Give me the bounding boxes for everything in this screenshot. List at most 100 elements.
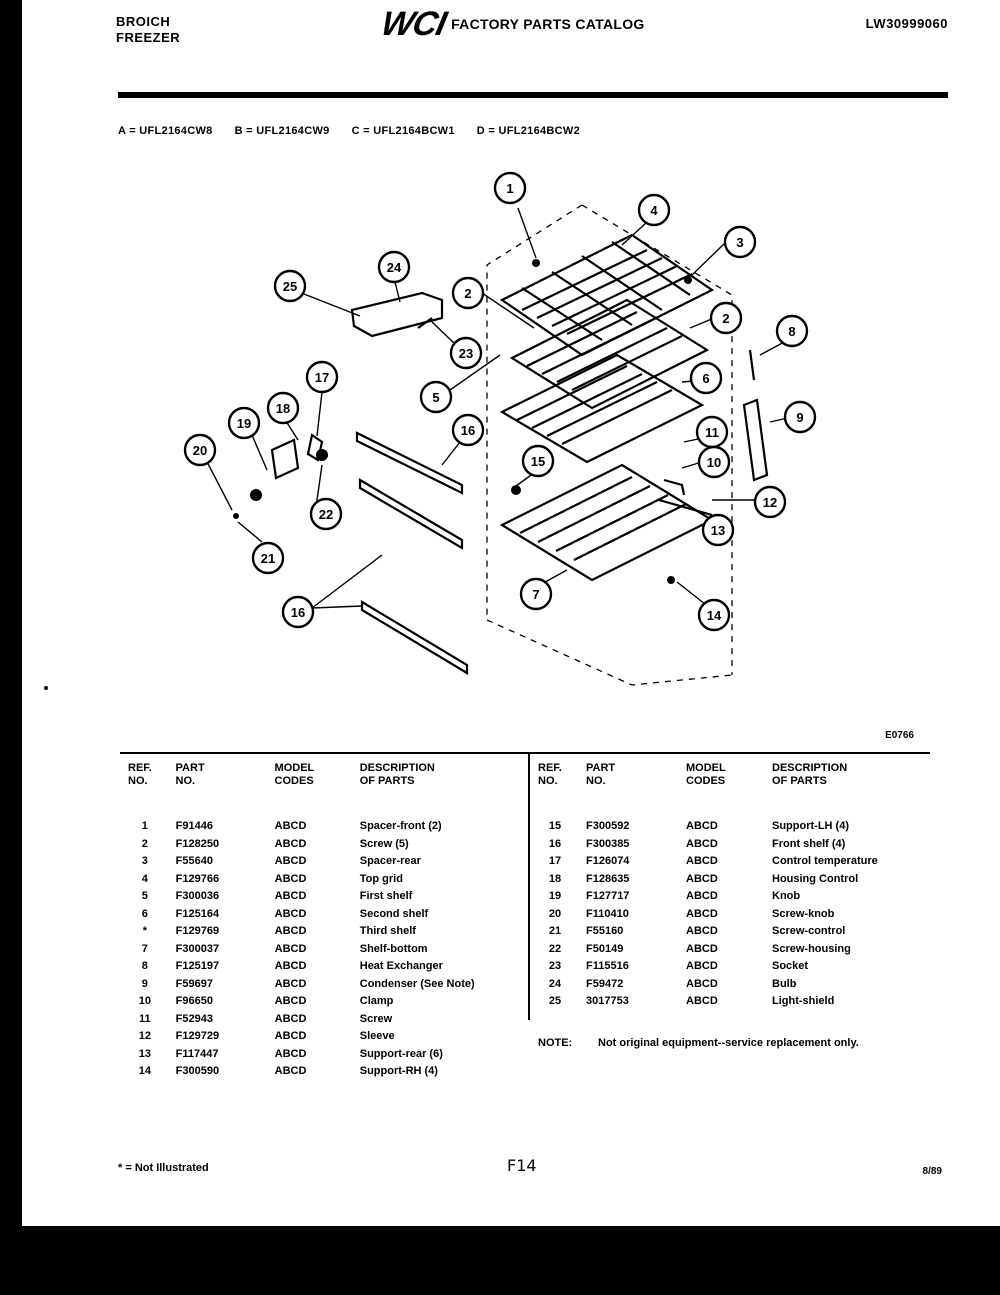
- model-codes: ABCD: [274, 890, 307, 902]
- model-codes: ABCD: [686, 960, 718, 972]
- model-codes: ABCD: [686, 995, 718, 1007]
- part-no: F128635: [586, 872, 630, 885]
- header-description: DESCRIPTION: [359, 762, 435, 774]
- part-no: F96650: [175, 995, 213, 1007]
- model-codes: ABCD: [274, 942, 307, 955]
- replacement-note: NOTE: Not original equipment--service re…: [538, 1035, 958, 1051]
- ref-no: 25: [548, 995, 562, 1007]
- table-rule: [120, 752, 930, 754]
- model-codes: ABCD: [274, 837, 307, 850]
- header-part-no: NO.: [175, 775, 196, 787]
- brand-name: BROICH: [116, 14, 171, 29]
- part-description: Support-LH (4): [772, 820, 849, 832]
- header-model-codes: CODES: [686, 775, 726, 787]
- header-ref-no: NO.: [128, 775, 148, 787]
- ref-no: 1: [141, 820, 148, 832]
- ref-no: 8: [141, 960, 148, 972]
- part-no: F91446: [175, 820, 213, 832]
- ref-no: 20: [548, 907, 562, 920]
- ref-no: 17: [548, 855, 562, 867]
- callout-7: 7: [532, 587, 539, 602]
- model-codes: ABCD: [274, 855, 307, 867]
- part-description: Bulb: [772, 977, 797, 990]
- header-of-parts: OF PARTS: [359, 775, 415, 787]
- callout-2a: 2: [464, 286, 471, 301]
- part-no: F52943: [175, 1012, 213, 1025]
- ref-no: 3: [141, 855, 148, 867]
- model-codes: ABCD: [274, 1012, 307, 1025]
- model-codes: ABCD: [686, 855, 718, 867]
- part-description: Spacer-rear: [359, 855, 421, 867]
- part-no: F127717: [586, 890, 630, 902]
- ref-no: 21: [548, 925, 562, 937]
- callout-5: 5: [432, 390, 439, 405]
- model-c: C = UFL2164BCW1: [351, 125, 455, 137]
- ref-no: 18: [548, 872, 562, 885]
- part-no: F117447: [175, 1047, 219, 1060]
- part-no: F59472: [586, 977, 624, 990]
- model-codes: ABCD: [686, 872, 718, 885]
- model-codes: ABCD: [274, 872, 307, 885]
- callout-16b: 16: [291, 605, 305, 620]
- header-description: DESCRIPTION: [772, 762, 848, 774]
- part-description: Shelf-bottom: [359, 942, 428, 955]
- callout-25: 25: [283, 279, 297, 294]
- part-no: F55160: [586, 925, 624, 937]
- ref-no: 12: [138, 1030, 151, 1042]
- model-codes: ABCD: [274, 960, 307, 972]
- part-description: Screw-housing: [772, 942, 851, 955]
- exploded-parts-diagram: 1 2 2 3 4 5 6 7 8 9 10 11 12 13 14 15 16…: [183, 171, 817, 686]
- part-description: Support-RH (4): [359, 1065, 438, 1077]
- callout-14: 14: [707, 608, 722, 623]
- part-no: F129729: [175, 1030, 220, 1042]
- part-no: F126074: [586, 855, 630, 867]
- callout-20: 20: [193, 443, 207, 458]
- ref-no: 2: [141, 837, 148, 850]
- callout-22: 22: [319, 507, 333, 522]
- header-rule: [118, 92, 948, 98]
- brand-block: BROICH FREEZER: [116, 14, 180, 46]
- ref-no: 22: [548, 942, 562, 955]
- ref-no: 14: [138, 1065, 151, 1077]
- ref-no: 16: [548, 837, 562, 850]
- part-no: F300037: [175, 942, 220, 955]
- page-number: F14: [507, 1156, 537, 1175]
- part-description: Front shelf (4): [772, 837, 846, 850]
- callout-10: 10: [707, 455, 721, 470]
- callout-8: 8: [788, 324, 795, 339]
- part-description: Condenser (See Note): [359, 977, 475, 990]
- wci-logo: WCI: [377, 5, 450, 43]
- callout-21: 21: [261, 551, 275, 566]
- part-description: Light-shield: [772, 995, 835, 1007]
- table-divider: [528, 752, 530, 1020]
- part-no: F300385: [586, 837, 630, 850]
- ref-no: *: [142, 925, 147, 937]
- part-description: Sleeve: [359, 1030, 395, 1042]
- callout-17: 17: [315, 370, 329, 385]
- callout-6: 6: [702, 371, 709, 386]
- note-label: NOTE:: [538, 1036, 573, 1049]
- model-codes: ABCD: [274, 925, 307, 937]
- ref-no: 11: [139, 1012, 151, 1025]
- callout-3: 3: [736, 235, 743, 250]
- ref-no: 7: [141, 942, 148, 955]
- header-model: MODEL: [686, 762, 726, 774]
